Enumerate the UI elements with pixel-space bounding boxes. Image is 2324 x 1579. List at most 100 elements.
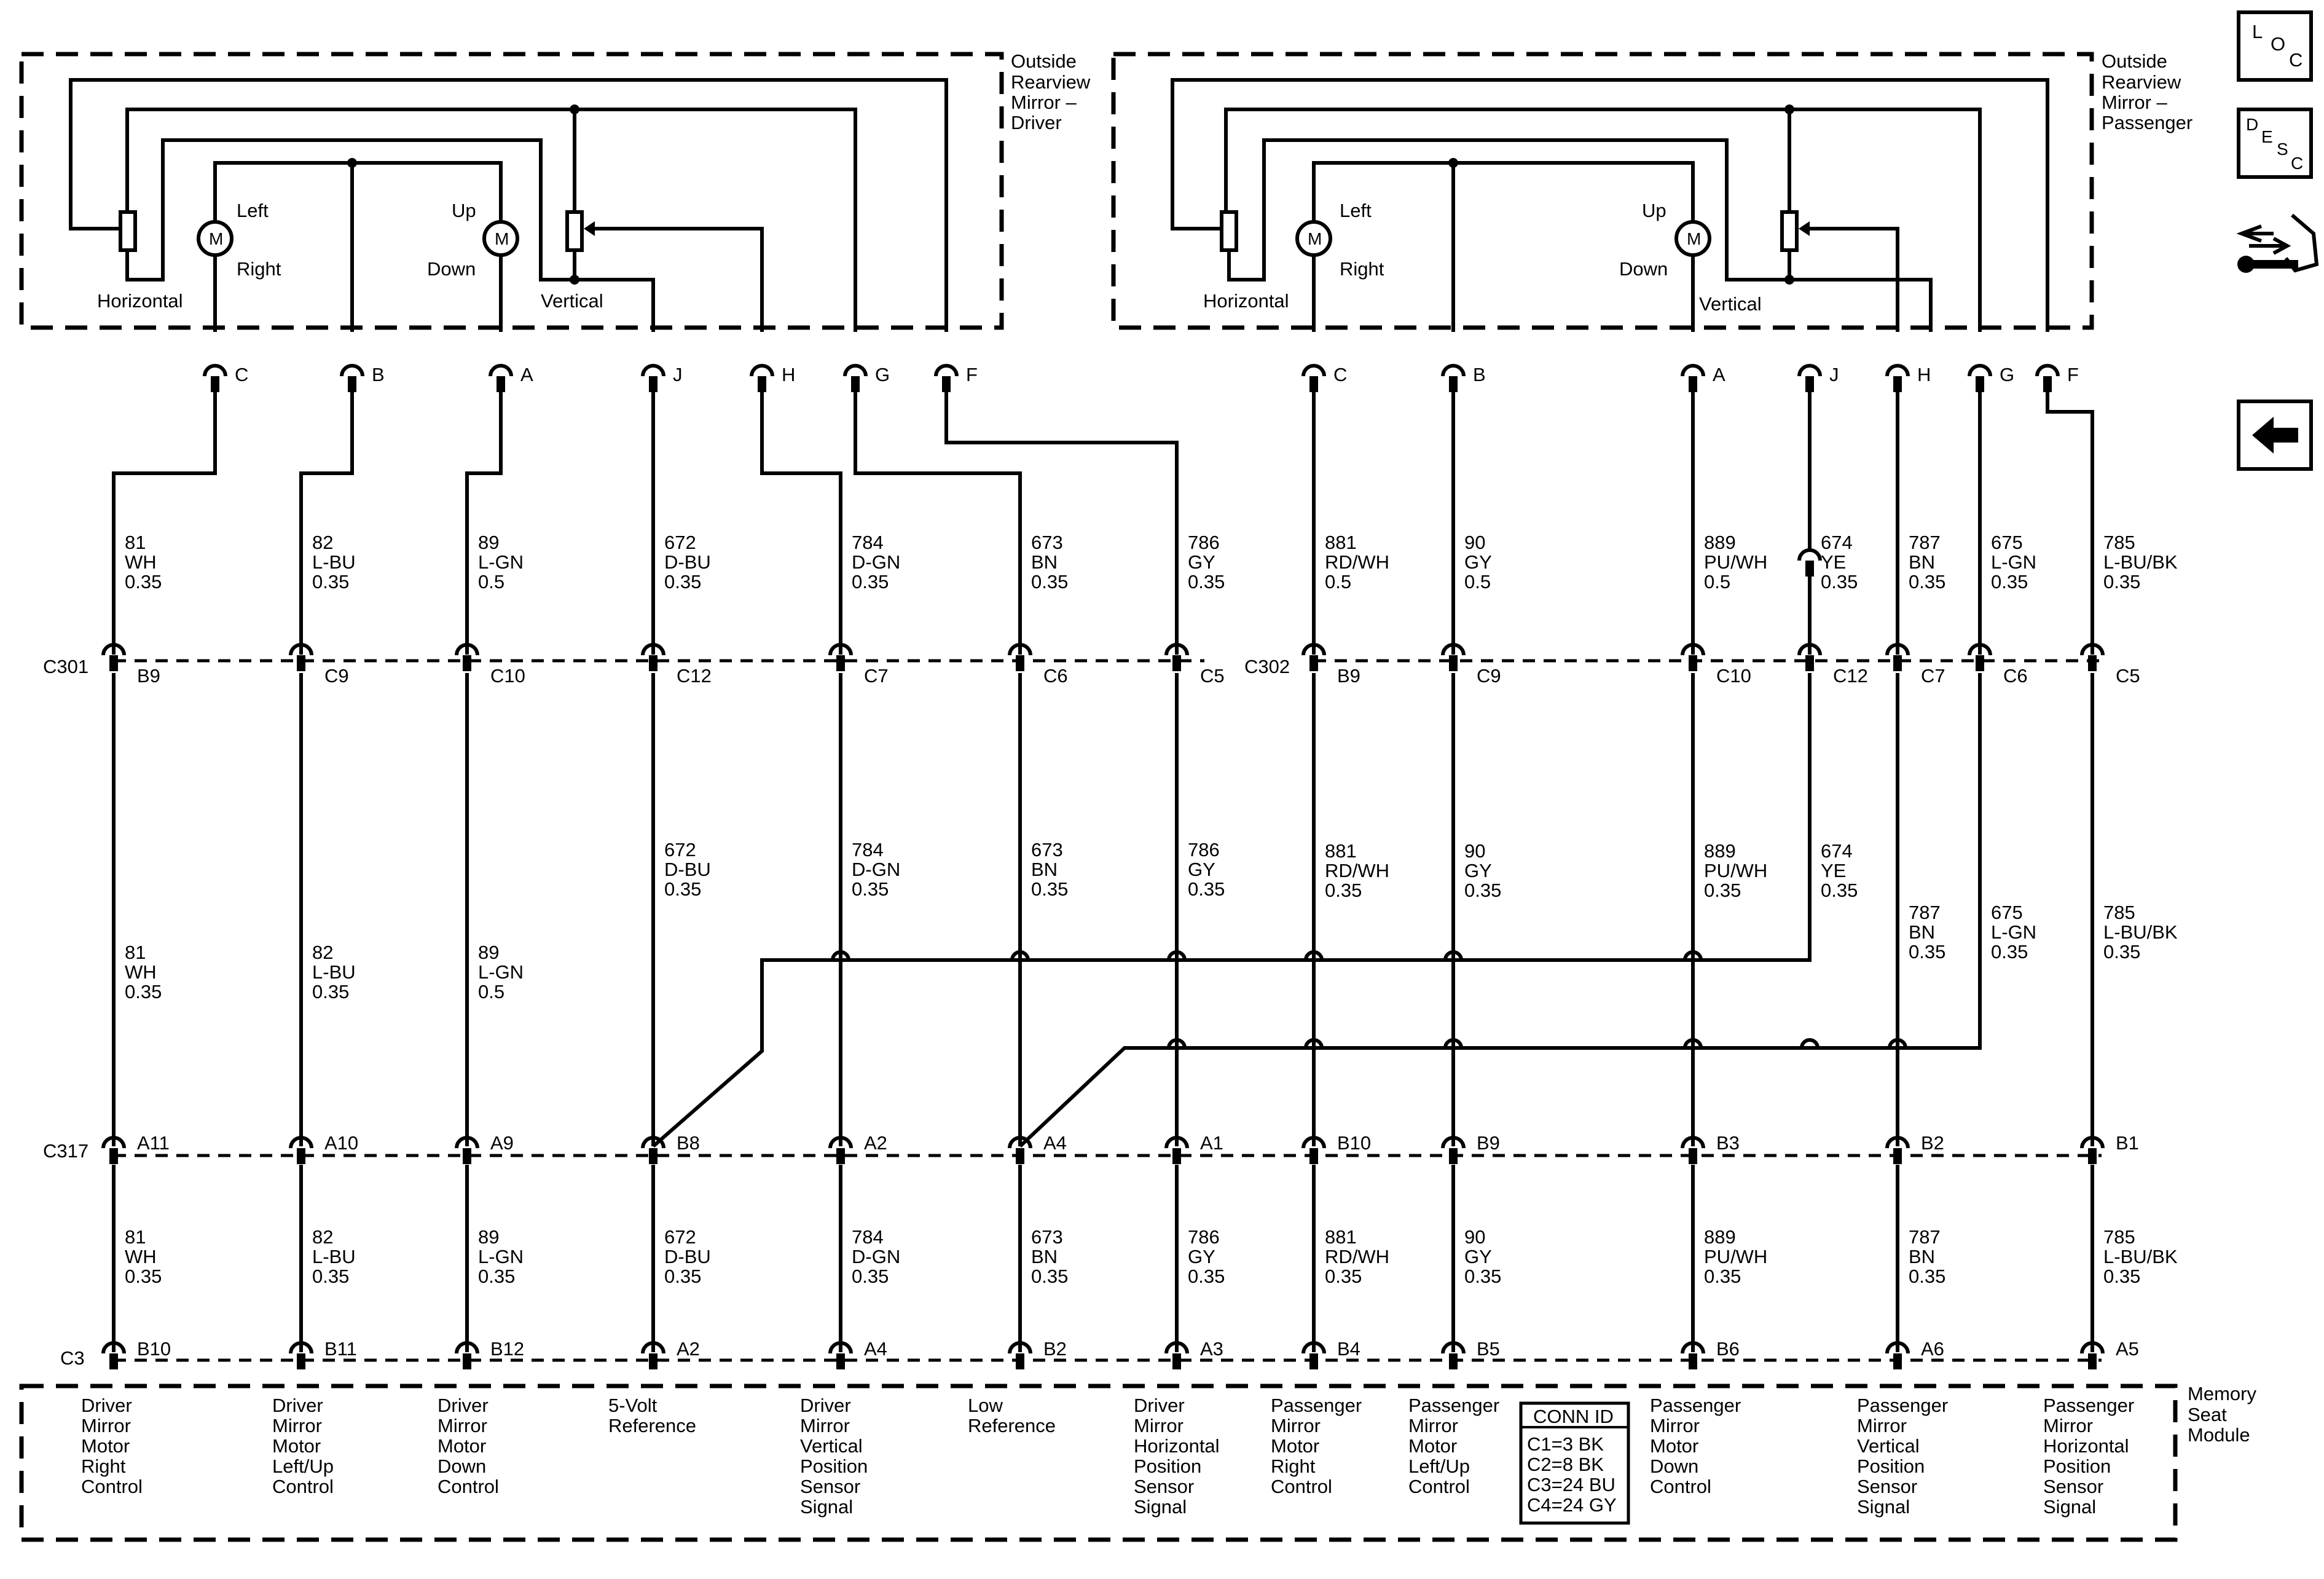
bulkhead-pin-label: C12: [677, 665, 712, 687]
module-function-label: Mirror: [800, 1415, 850, 1436]
c317-pin: [1008, 1136, 1032, 1164]
c3-pin-label: A2: [677, 1338, 700, 1360]
mirror-pin: [489, 364, 513, 392]
module-function-label: 5-Volt: [608, 1395, 658, 1416]
mirror-pin: [203, 364, 227, 392]
module-function-label: Signal: [1134, 1496, 1187, 1518]
wire-label: D-BU: [664, 859, 711, 880]
c3-pin: [289, 1341, 313, 1369]
wire-label: 787: [1909, 1226, 1941, 1248]
module-function-label: Mirror: [1408, 1415, 1458, 1436]
module-function-label: Motor: [438, 1435, 486, 1457]
c317-pin-label: B2: [1921, 1132, 1944, 1154]
svg-text:Outside: Outside: [2102, 50, 2167, 72]
wire-label: 90: [1464, 840, 1485, 862]
svg-text:Seat: Seat: [2188, 1404, 2227, 1425]
svg-text:E: E: [2261, 127, 2273, 146]
wire-label: 672: [664, 532, 696, 553]
wire-label: 0.35: [1991, 571, 2028, 593]
svg-text:Down: Down: [427, 258, 476, 280]
wire-label: PU/WH: [1704, 1246, 1767, 1267]
c317-pin: [828, 1136, 853, 1164]
wire-label: L-BU/BK: [2103, 921, 2178, 943]
svg-text:Left: Left: [237, 200, 269, 221]
wire-label: 0.35: [1909, 1266, 1945, 1287]
wire-label: GY: [1188, 859, 1215, 880]
c3-pin-label: A5: [2116, 1338, 2139, 1360]
c3-pin: [1441, 1341, 1466, 1369]
c317-pin-label: B9: [1477, 1132, 1500, 1154]
bulkhead-pin-label: B9: [137, 665, 160, 687]
passenger-mirror-box: [1111, 52, 2094, 330]
wire-label: BN: [1909, 921, 1935, 943]
wire-label: 0.35: [2103, 941, 2140, 963]
connector-tool-icon[interactable]: [2236, 213, 2319, 273]
c301-c302-pin: [1008, 643, 1032, 671]
wire-label: BN: [1909, 551, 1935, 573]
wire-label: L-BU/BK: [2103, 551, 2178, 573]
wire-label: WH: [125, 961, 157, 983]
svg-text:Outside: Outside: [1011, 50, 1077, 72]
memory-seat-module-name: Memory Seat Module: [2188, 1383, 2256, 1446]
wire-label: RD/WH: [1325, 860, 1389, 881]
loc-button[interactable]: L O C: [2237, 10, 2313, 82]
module-function-label: Sensor: [2043, 1476, 2103, 1497]
mirror-pin-label: G: [875, 364, 890, 385]
bulkhead-pin-label: C9: [1477, 665, 1501, 687]
inline-connector-pins: B9A11B10C9A10B11C10A9B12C12B8A2C7A2A4C6A…: [101, 643, 2140, 1369]
c317-pin: [1441, 1136, 1466, 1164]
svg-text:Driver: Driver: [1011, 112, 1062, 133]
wire-label: YE: [1821, 860, 1846, 881]
module-function-label: Position: [2043, 1455, 2111, 1477]
wire-label: 0.35: [1031, 878, 1068, 900]
wire-label: L-GN: [1991, 921, 2036, 943]
c3-pin-label: A6: [1921, 1338, 1944, 1360]
wire-label: 673: [1031, 532, 1063, 553]
module-function-label: Left/Up: [272, 1455, 334, 1477]
wire-label: D-BU: [664, 1246, 711, 1267]
driver-mirror-title: Outside Rearview Mirror – Driver: [1011, 50, 1091, 133]
svg-text:S: S: [2277, 140, 2288, 159]
wire-label: 0.5: [1464, 571, 1491, 593]
module-function-label: Passenger: [1857, 1395, 1948, 1416]
wire-label: 785: [2103, 902, 2135, 923]
c3-pin: [828, 1341, 853, 1369]
wire-label: 0.35: [312, 1266, 349, 1287]
bulkhead-pin-label: C5: [1200, 665, 1225, 687]
desc-button[interactable]: D E S C: [2237, 108, 2313, 179]
wire-label: RD/WH: [1325, 551, 1389, 573]
svg-text:Passenger: Passenger: [2102, 112, 2192, 133]
wire-label: BN: [1031, 859, 1058, 880]
svg-text:Down: Down: [1619, 258, 1668, 280]
wire-label: 0.35: [1464, 1266, 1501, 1287]
wire-label: GY: [1188, 551, 1215, 573]
wire-label: L-BU: [312, 1246, 356, 1267]
wire-label: PU/WH: [1704, 551, 1767, 573]
mirror-pin: [1797, 364, 1822, 392]
bulkhead-pin-label: C6: [1043, 665, 1068, 687]
module-function-label: Reference: [608, 1415, 696, 1436]
wire-label: L-GN: [1991, 551, 2036, 573]
svg-text:M: M: [1687, 229, 1701, 248]
c3-pin-label: A3: [1200, 1338, 1223, 1360]
wire-label: 675: [1991, 902, 2023, 923]
wire-label: 0.5: [1325, 571, 1351, 593]
wire-label: 0.35: [1909, 571, 1945, 593]
module-function-label: Motor: [272, 1435, 321, 1457]
c317-label: C317: [43, 1140, 88, 1162]
wire-label: 0.35: [1464, 880, 1501, 901]
mirror-pin-label: A: [1713, 364, 1725, 385]
wire-label: 0.35: [664, 571, 701, 593]
c3-pin-label: B12: [490, 1338, 524, 1360]
mirror-pin-label: F: [2067, 364, 2079, 385]
c317-pin-label: A11: [137, 1132, 170, 1154]
c3-pin: [2080, 1341, 2105, 1369]
c317-pin-label: A1: [1200, 1132, 1223, 1154]
wire-label: 0.5: [478, 571, 504, 593]
wire-label: 0.35: [2103, 1266, 2140, 1287]
module-function-label: Control: [81, 1476, 143, 1497]
c3-pin-label: B10: [137, 1338, 171, 1360]
c317-pin: [1164, 1136, 1189, 1164]
back-arrow-button[interactable]: [2237, 400, 2313, 471]
module-function-label: Mirror: [438, 1415, 487, 1436]
